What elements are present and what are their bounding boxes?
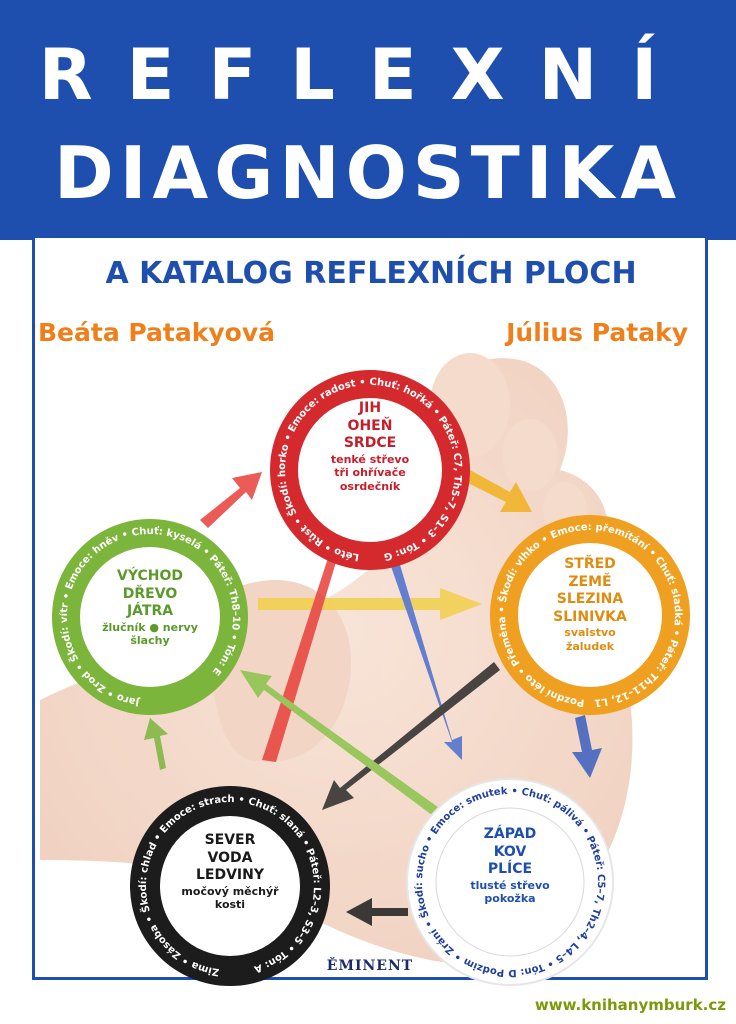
fire-organ: SRDCE [343,435,397,451]
author-left: Beáta Patakyová [38,318,276,347]
arrow-earth-to-metal [572,715,602,778]
arrow-fire-to-earth [466,470,532,512]
water-organ-2: močový měchýř [181,884,279,898]
earth-label: STŘED ZEMĚ SLEZINA SLINIVKA svalstvo žal… [530,556,650,654]
wood-center [80,547,220,687]
metal-organ: PLÍCE [487,861,533,877]
metal-element: KOV [493,843,527,860]
water-organ: LEDVINY [195,867,264,883]
water-center [160,816,300,956]
title-line-2: DIAGNOSTIKA [53,131,683,215]
earth-direction: STŘED [564,556,616,572]
metal-center [435,807,585,957]
fire-organ-4: osrdečník [339,480,401,493]
fire-direction: JIH [358,400,382,416]
element-metal: Podzim • Zrání • Škodí: sucho • Emoce: s… [406,778,614,986]
fire-center [298,398,442,542]
element-fire: Léto • Růst • Škodí: horko • Emoce: rado… [270,370,470,570]
wood-organ-2: žlučník ● nervy [102,620,198,634]
fire-organ-3: tři ohřívače [334,466,406,480]
earth-organ-3: svalstvo [564,626,616,639]
water-organ-3: kosti [214,898,246,912]
element-water: Zima • Zásoba • Škodí: chlad • Emoce: st… [130,786,330,986]
arrow-wood-to-earth [258,588,482,620]
earth-organ-4: žaludek [565,639,615,653]
water-direction: SEVER [204,832,256,848]
element-wood: Jaro • Zrod • Škodí: vítr • Emoce: hněv … [52,519,248,715]
title-line-1: REFLEXNÍ [38,34,692,116]
metal-organ-3: pokožka [484,892,536,906]
wood-organ-3: šlachy [130,634,170,648]
subtitle: A KATALOG REFLEXNÍCH PLOCH [105,256,637,291]
arrow-metal-to-water [346,898,408,926]
metal-direction: ZÁPAD [483,826,537,842]
website-watermark[interactable]: www.knihanymburk.cz [534,996,726,1014]
arrow-fire-to-metal [386,548,462,760]
wood-organ: JÁTRA [126,603,174,619]
wood-label: VÝCHOD DŘEVO JÁTRA žlučník ● nervy šlach… [90,568,210,648]
arrow-water-to-wood [144,718,168,770]
publisher-logo: ĚMINENT [326,958,414,974]
arrow-water-to-fire [262,540,344,762]
wood-element: DŘEVO [122,585,178,602]
metal-label: ZÁPAD KOV PLÍCE tlusté střevo pokožka [450,826,570,906]
author-right: Július Pataky [506,318,688,347]
fire-label: JIH OHEŇ SRDCE tenké střevo tři ohřívače… [310,400,430,494]
earth-organ: SLEZINA [556,591,624,607]
arrow-wood-to-fire [200,472,262,528]
water-element: VODA [207,849,253,866]
earth-element: ZEMĚ [568,573,612,590]
earth-center [518,543,662,687]
fire-element: OHEŇ [347,417,393,434]
fire-organ-2: tenké střevo [330,452,410,466]
arrow-earth-to-water [322,662,500,810]
water-label: SEVER VODA LEDVINY močový měchýř kosti [170,832,290,912]
earth-organ-2: SLINIVKA [553,608,627,625]
title-band [0,0,736,240]
arrow-metal-to-wood [240,670,442,818]
metal-organ-2: tlusté střevo [470,878,550,892]
cycle-arrows [144,470,602,926]
wood-direction: VÝCHOD [117,568,183,584]
